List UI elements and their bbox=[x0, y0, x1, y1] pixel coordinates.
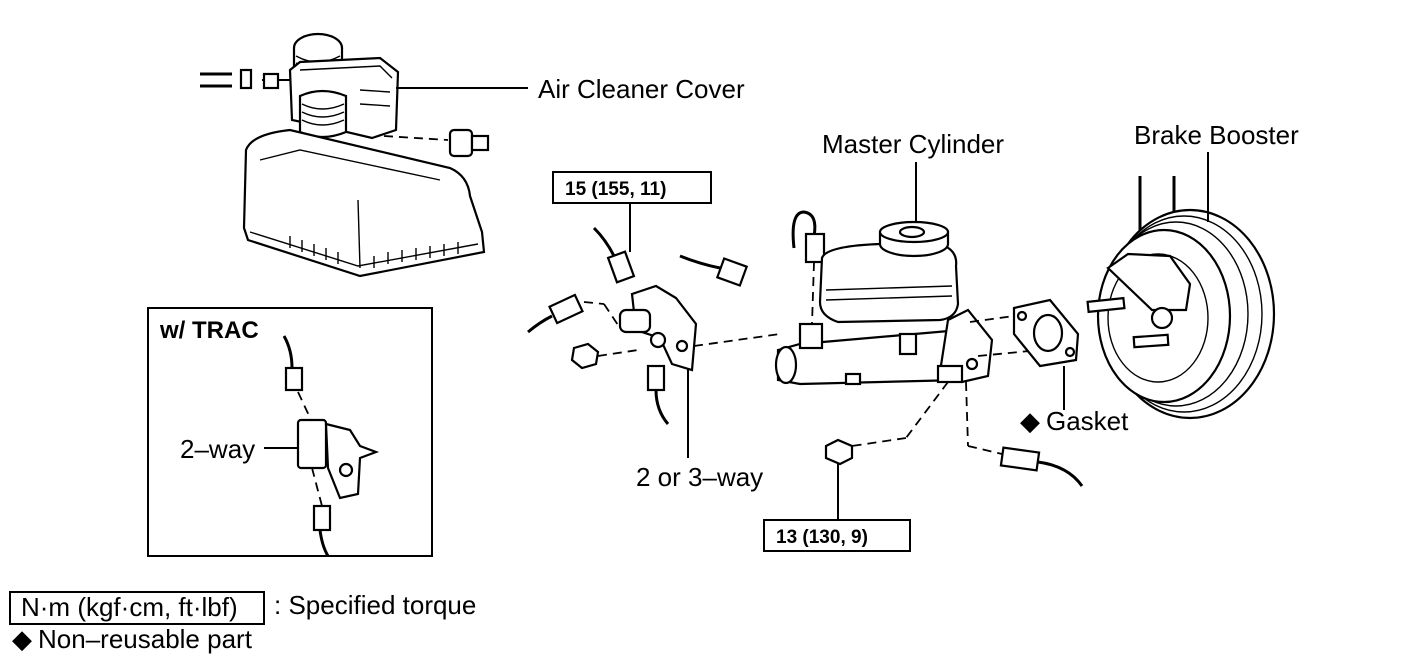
nut-torque-callout: 13 (130, 9) bbox=[763, 438, 911, 552]
trac-inset: w/ TRAC 2–way bbox=[147, 307, 433, 557]
nut-torque-value: 13 (130, 9) bbox=[776, 527, 868, 548]
air-cleaner-assembly bbox=[200, 32, 490, 278]
torque-unit-text: N·m (kgf·cm, ft·lbf) bbox=[21, 592, 238, 622]
air-cleaner-cover-label: Air Cleaner Cover bbox=[538, 74, 745, 104]
brake-booster bbox=[1086, 176, 1276, 420]
housing-ribs bbox=[289, 236, 459, 268]
master-cylinder-label: Master Cylinder bbox=[822, 129, 1004, 159]
torque-unit-box bbox=[9, 591, 265, 625]
brake-booster-label: Brake Booster bbox=[1134, 120, 1299, 150]
master-cylinder bbox=[774, 210, 1041, 455]
two-way-label: 2–way bbox=[180, 434, 255, 464]
trac-label: w/ TRAC bbox=[159, 317, 259, 344]
non-reusable-legend: ◆Non–reusable part bbox=[12, 624, 253, 654]
lower-right-brake-line bbox=[999, 446, 1084, 487]
two-or-three-way-label: 2 or 3–way bbox=[636, 462, 763, 492]
gasket-text: Gasket bbox=[1046, 406, 1129, 436]
legend: N·m (kgf·cm, ft·lbf) : Specified torque … bbox=[9, 590, 476, 654]
gasket: ◆Gasket bbox=[1012, 298, 1129, 436]
specified-torque-text: : Specified torque bbox=[274, 590, 476, 620]
non-reusable-marker-gasket: ◆ bbox=[1020, 406, 1040, 436]
gasket-label: ◆Gasket bbox=[1020, 406, 1129, 436]
brake-lines-and-way-union: 2 or 3–way bbox=[527, 226, 781, 492]
union-torque-value: 15 (155, 11) bbox=[565, 179, 666, 200]
non-reusable-text: Non–reusable part bbox=[38, 624, 253, 654]
union-torque-callout: 15 (155, 11) bbox=[552, 171, 712, 252]
non-reusable-marker-legend: ◆ bbox=[12, 624, 32, 654]
